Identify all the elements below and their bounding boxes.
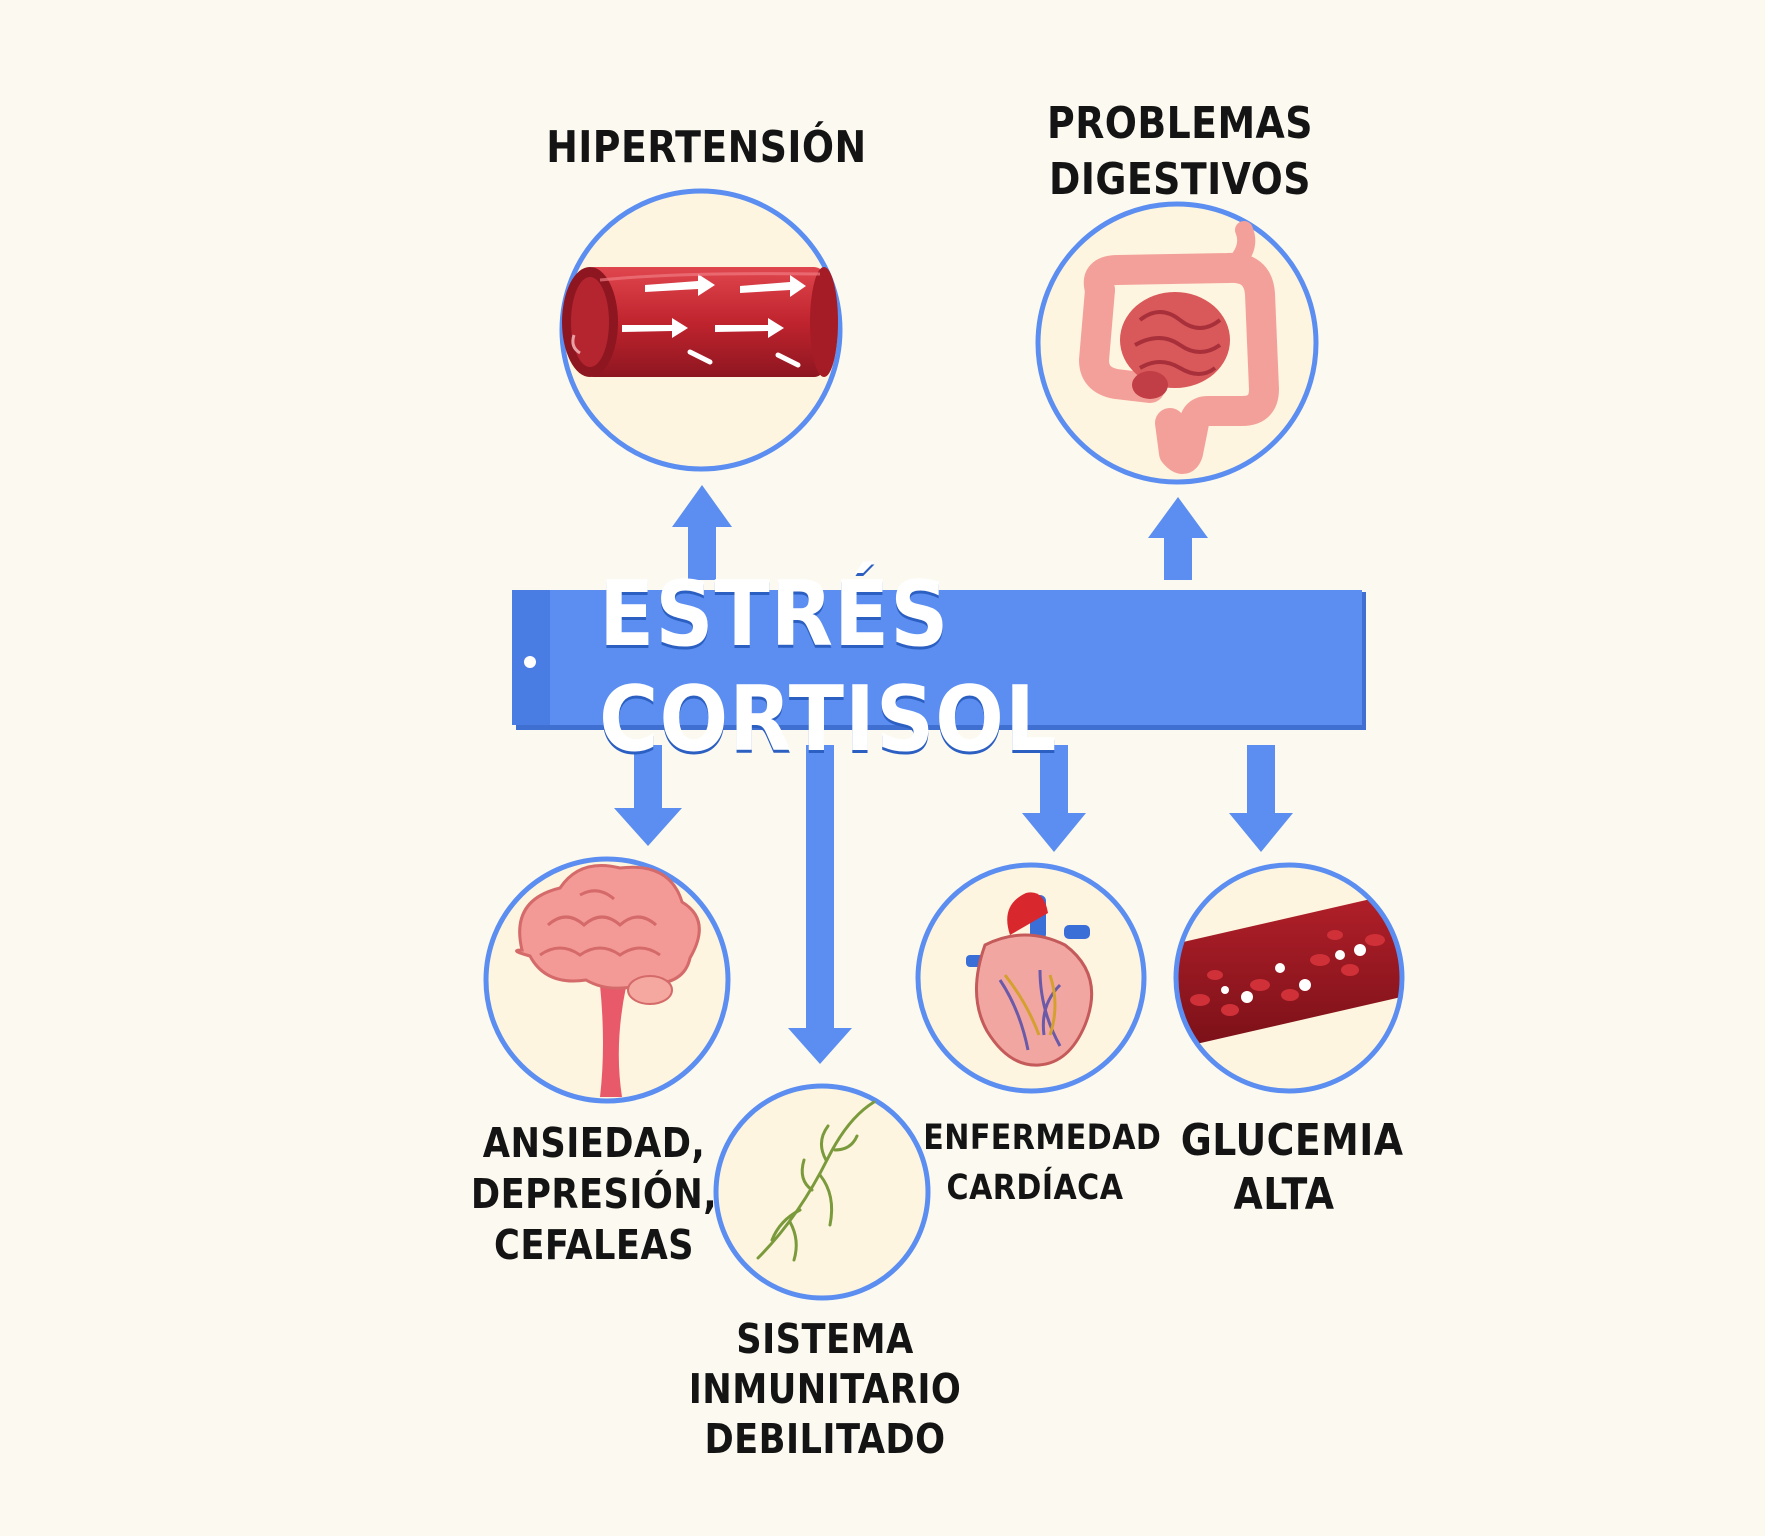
inmunitario-circle bbox=[713, 1083, 931, 1301]
page-title: ESTRÉS CORTISOL bbox=[599, 562, 1058, 772]
arrow-to-ansiedad bbox=[614, 745, 682, 846]
glucemia-circle bbox=[1173, 862, 1405, 1094]
glucose-vessel-icon bbox=[1176, 890, 1402, 1050]
arrow-to-cardiaca bbox=[1022, 745, 1086, 852]
label-line: CEFALEAS bbox=[494, 1221, 694, 1269]
heart-icon bbox=[966, 892, 1094, 1067]
label-line: ANSIEDAD, bbox=[482, 1119, 706, 1167]
blood-vessel-icon bbox=[562, 267, 838, 377]
label-hipertension: HIPERTENSIÓN bbox=[546, 120, 867, 176]
label-glucemia: GLUCEMIA ALTA bbox=[1180, 1114, 1404, 1222]
label-line: PROBLEMAS bbox=[1047, 98, 1313, 149]
arrow-to-hipertension bbox=[672, 485, 732, 580]
label-line: INMUNITARIO bbox=[688, 1365, 962, 1413]
intestine-icon bbox=[1079, 221, 1279, 474]
digestivos-circle bbox=[1035, 201, 1319, 485]
brain-icon bbox=[515, 864, 701, 1097]
label-ansiedad: ANSIEDAD, DEPRESIÓN, CEFALEAS bbox=[465, 1118, 723, 1271]
arrow-to-inmunitario bbox=[788, 745, 852, 1064]
label-inmunitario: SISTEMA INMUNITARIO DEBILITADO bbox=[687, 1314, 962, 1464]
label-line: DIGESTIVOS bbox=[1049, 154, 1311, 205]
label-line: GLUCEMIA bbox=[1180, 1115, 1404, 1166]
ansiedad-circle bbox=[483, 856, 731, 1104]
branch-icon bbox=[756, 1100, 876, 1262]
label-digestivos: PROBLEMAS DIGESTIVOS bbox=[1025, 96, 1335, 208]
label-line: SISTEMA bbox=[736, 1315, 914, 1363]
label-line: DEBILITADO bbox=[704, 1415, 946, 1463]
arrow-to-digestivos bbox=[1148, 497, 1208, 580]
hipertension-circle bbox=[559, 188, 843, 472]
title-banner bbox=[512, 590, 1366, 730]
label-line: DEPRESIÓN, bbox=[470, 1170, 718, 1218]
label-cardiaca: ENFERMEDAD CARDÍACA bbox=[923, 1113, 1162, 1213]
label-line: ENFERMEDAD bbox=[923, 1118, 1162, 1158]
arrow-to-glucemia bbox=[1229, 745, 1293, 852]
label-line: CARDÍACA bbox=[946, 1168, 1124, 1208]
cardiaca-circle bbox=[915, 862, 1147, 1094]
label-line: HIPERTENSIÓN bbox=[546, 122, 867, 173]
label-line: ALTA bbox=[1233, 1169, 1335, 1220]
